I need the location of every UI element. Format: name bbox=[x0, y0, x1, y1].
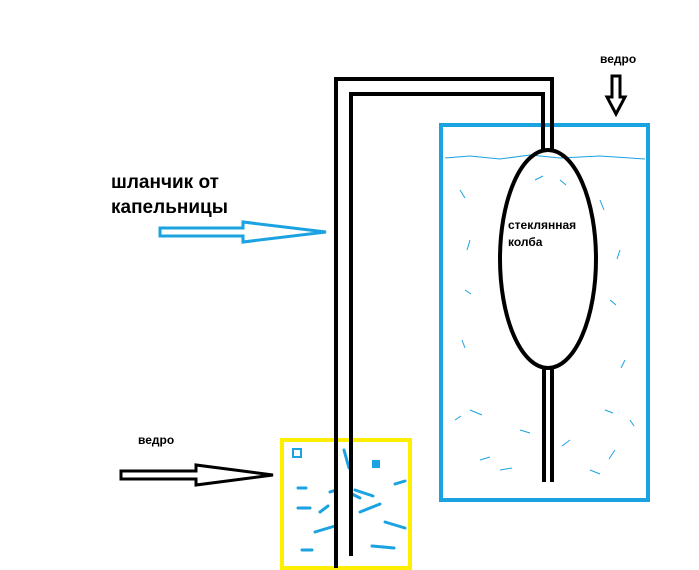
bucket-top-label: ведро bbox=[600, 52, 637, 66]
blue-arrow-icon bbox=[158, 220, 327, 244]
glass-flask bbox=[498, 148, 598, 370]
bucket-bottom-label: ведро bbox=[138, 433, 175, 447]
small-bucket-water bbox=[292, 448, 407, 552]
tube-label-line2: капельницы bbox=[111, 197, 228, 218]
dropper-tube bbox=[334, 77, 554, 568]
flask-label-line1: стеклянная bbox=[508, 218, 577, 232]
black-arrow-icon bbox=[119, 463, 274, 487]
tube-label-line1: шланчик от bbox=[111, 172, 219, 193]
flask-label-line2: колба bbox=[508, 235, 543, 249]
water-strokes bbox=[444, 154, 646, 475]
small-bucket bbox=[280, 438, 412, 570]
down-arrow-icon bbox=[604, 74, 628, 118]
